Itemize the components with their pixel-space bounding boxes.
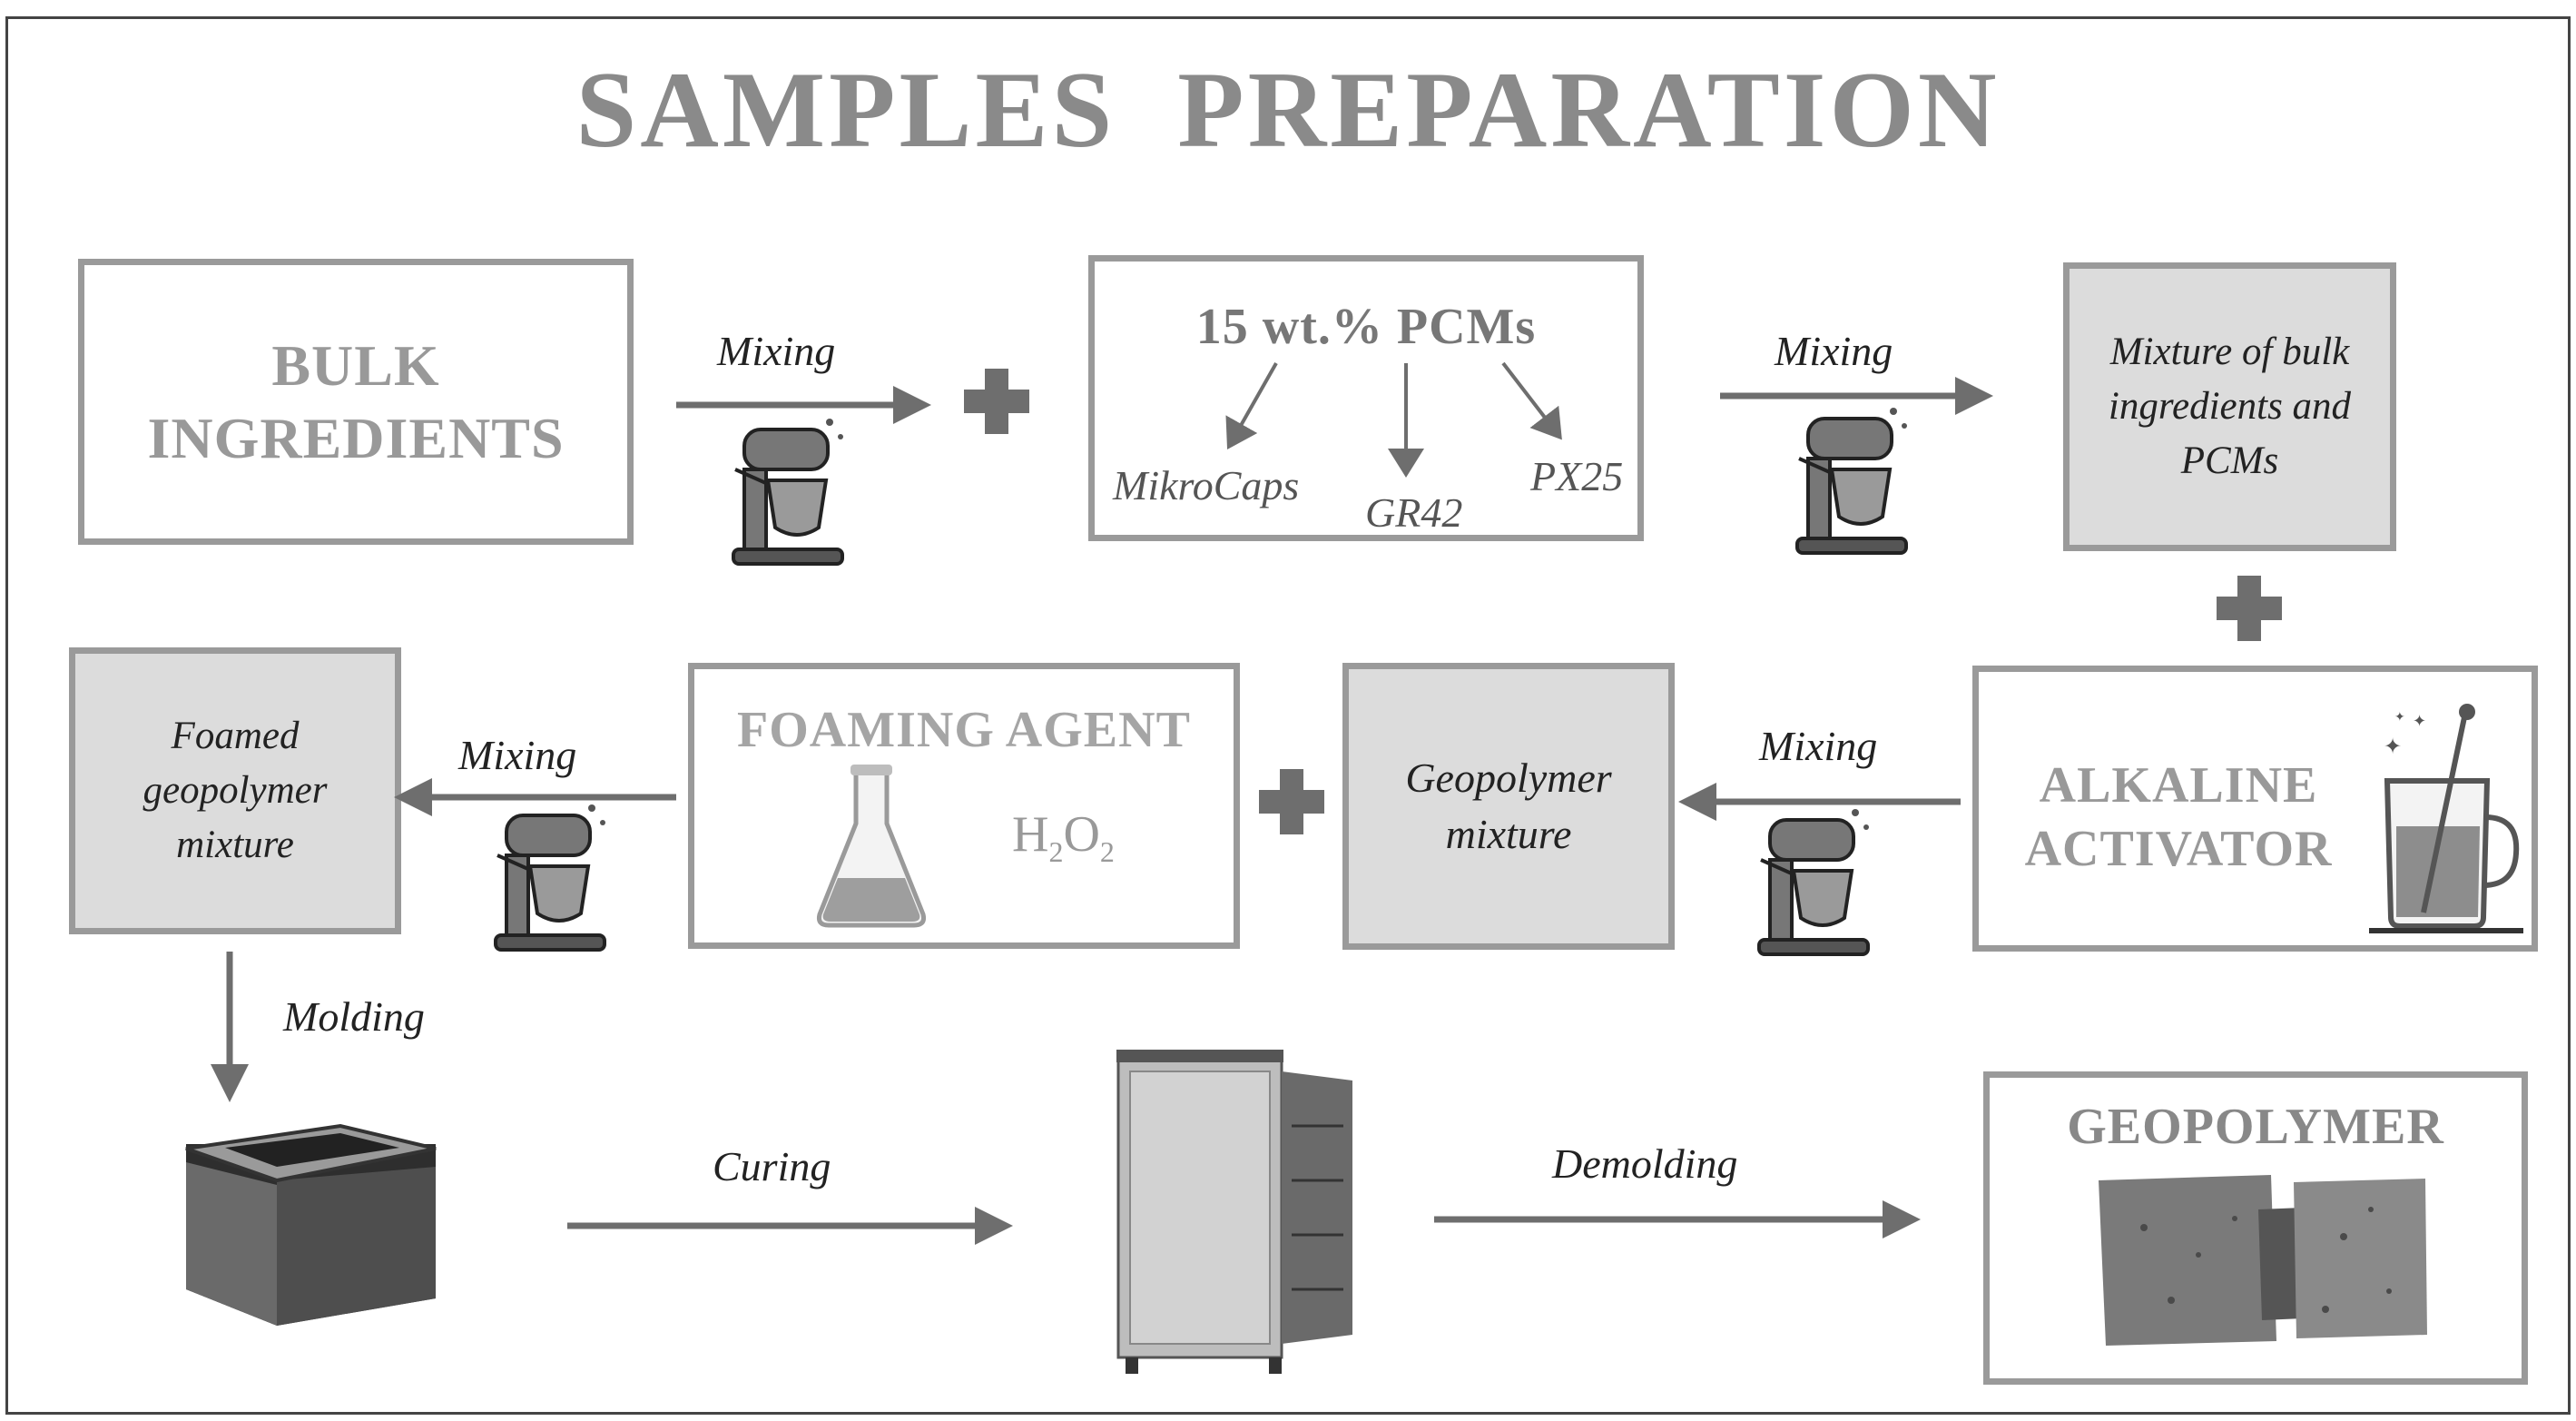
stand-mixer-icon xyxy=(494,803,607,952)
stand-mixer-icon xyxy=(1757,807,1871,956)
diagram-title: SAMPLES PREPARATION xyxy=(575,49,2001,170)
pcm-branch-arrows xyxy=(1225,361,1562,478)
stand-mixer-icon xyxy=(732,417,845,566)
foamed-mixture-label: Foamed geopolymer mixture xyxy=(143,715,328,866)
geopolymer-block-icon xyxy=(2099,1175,2427,1346)
svg-text:✦: ✦ xyxy=(2384,734,2402,759)
alkaline-activator-label: ALKALINE ACTIVATOR xyxy=(2024,757,2333,877)
svg-text:✦: ✦ xyxy=(2394,710,2405,725)
foaming-agent-label: FOAMING AGENT xyxy=(737,702,1191,758)
pcm-title: 15 wt.% PCMs xyxy=(1195,299,1537,355)
bulk-ingredients-label: BULK INGREDIENTS xyxy=(147,332,565,470)
flask-icon xyxy=(817,765,926,928)
pcm-box: 15 wt.% PCMs MikroCaps GR42 PX25 xyxy=(1088,255,1644,541)
step-label-mixing-3: Mixing xyxy=(1759,723,1878,769)
geopolymer-mixture-label: Geopolymer mixture xyxy=(1405,755,1612,857)
pcm-type-px25: PX25 xyxy=(1530,453,1624,499)
plus-icon xyxy=(1259,769,1324,834)
oven-icon xyxy=(1116,1050,1352,1374)
mixture-label: Mixture of bulk ingredients and PCMs xyxy=(2108,331,2352,482)
plus-icon xyxy=(964,369,1029,434)
alkaline-activator-box: ALKALINE ACTIVATOR ✦ ✦ ✦ xyxy=(1972,666,2538,952)
step-label-demolding: Demolding xyxy=(1552,1140,1738,1187)
geopolymer-label: GEOPOLYMER xyxy=(2067,1099,2444,1155)
beaker-icon: ✦ ✦ ✦ xyxy=(2369,704,2523,933)
pcm-type-mikrocaps: MikroCaps xyxy=(1113,462,1300,508)
h2o2-formula: H2O2 xyxy=(1012,806,1115,869)
pcm-type-gr42: GR42 xyxy=(1365,489,1463,536)
geopolymer-mixture-box: Geopolymer mixture xyxy=(1342,663,1675,950)
bulk-ingredients-box: BULK INGREDIENTS xyxy=(78,259,634,545)
foamed-mixture-box: Foamed geopolymer mixture xyxy=(69,647,401,934)
step-label-mixing-2: Mixing xyxy=(1775,328,1893,374)
step-label-molding: Molding xyxy=(283,993,425,1040)
svg-text:✦: ✦ xyxy=(2413,712,2426,731)
step-label-mixing-1: Mixing xyxy=(717,328,836,374)
mold-icon xyxy=(185,1123,437,1326)
step-label-mixing-4: Mixing xyxy=(458,732,577,778)
plus-icon xyxy=(2217,576,2282,641)
foaming-agent-box: FOAMING AGENT H2O2 xyxy=(688,663,1240,949)
stand-mixer-icon xyxy=(1795,406,1909,555)
step-label-curing: Curing xyxy=(713,1143,831,1189)
geopolymer-box: GEOPOLYMER xyxy=(1983,1071,2528,1385)
mixture-box: Mixture of bulk ingredients and PCMs xyxy=(2063,262,2396,551)
